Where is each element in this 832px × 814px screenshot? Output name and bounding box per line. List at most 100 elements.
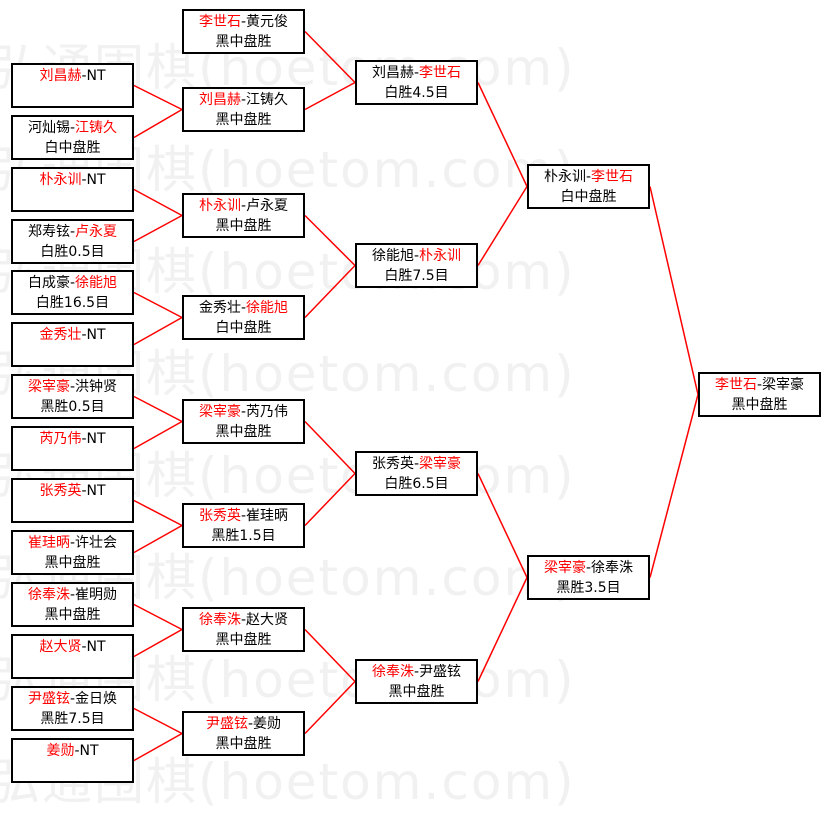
player-2-name: 黄元俊 [246,14,289,30]
match-players: 李世石-梁宰豪 [714,377,805,393]
match-result: 黑中盘胜 [215,424,272,440]
round1-match-box: 崔珪昞-许壮会黑中盘胜 [11,530,134,575]
connector-line [304,420,356,475]
player-2-name: 徐奉洙 [591,560,634,576]
player-2-name: 崔明勋 [75,587,118,603]
connector-line [649,186,699,395]
player-1-name: 刘昌赫 [198,92,241,108]
connector-line [133,395,183,423]
match-result: 白胜6.5目 [384,476,449,492]
match-players: 徐能旭-朴永训 [371,248,462,264]
player-1-name: 梁宰豪 [27,379,70,395]
player-1-name: 尹盛铉 [27,691,70,707]
player-1-name: 徐能旭 [371,248,414,264]
connector-line [304,81,356,111]
connector-line [304,264,356,319]
match-players: 梁宰豪-徐奉洙 [543,560,634,576]
match-players: 徐奉洙-赵大贤 [198,612,289,628]
match-players: 白成豪-徐能旭 [27,275,118,291]
player-1-name: 李世石 [198,14,241,30]
match-players: 金秀壮-徐能旭 [198,300,289,316]
match-result: -NT [81,431,106,447]
match-players: 崔珪昞-许壮会 [27,535,118,551]
connector-line [304,214,356,267]
player-1-name: 河灿锡 [27,120,70,136]
final-match-box: 李世石-梁宰豪黑中盘胜 [698,372,821,417]
connector-line [133,84,183,111]
match-result: -NT [74,743,99,759]
match-result: 黑中盘胜 [44,555,101,571]
player-2-name: 梁宰豪 [762,377,805,393]
player-2-name: 徐能旭 [246,300,289,316]
connector-line [133,628,183,658]
connector-line [133,291,183,319]
player-1-name: 金秀壮 [198,300,241,316]
connector-line [477,82,528,187]
connector-line [133,316,183,346]
player-1-name: 徐奉洙 [371,664,414,680]
player-1-name: 张秀英 [198,508,241,524]
player-2-name: 卢永夏 [75,224,118,240]
round1-match-box: 赵大贤-NT [11,634,134,679]
player-1-name: 梁宰豪 [543,560,586,576]
round1-match-box: 郑寿铉-卢永夏白胜0.5目 [11,219,134,264]
player-2-name: 徐能旭 [75,275,118,291]
match-result: 黑中盘胜 [388,684,445,700]
round3-match-box: 徐奉洙-尹盛铉黑中盘胜 [355,659,478,704]
round4-match-box: 朴永训-李世石白中盘胜 [527,164,650,209]
player-1-name: 朴永训 [543,169,586,185]
round2-match-box: 李世石-黄元俊黑中盘胜 [182,9,305,54]
match-result: 白胜7.5目 [384,268,449,284]
round2-match-box: 朴永训-卢永夏黑中盘胜 [182,193,305,238]
match-players: 朴永训-卢永夏 [198,198,289,214]
connector-line [133,188,183,217]
connector-line [133,707,183,735]
match-result: 黑胜0.5目 [40,399,105,415]
player-1-name: 朴永训 [198,198,241,214]
player-1-name: 崔珪昞 [27,535,70,551]
match-players: 梁宰豪-洪钟贤 [27,379,118,395]
player-1-name: 徐奉洙 [27,587,70,603]
connector-line [133,420,183,450]
match-players: 李世石-黄元俊 [198,14,289,30]
connector-line [133,603,183,631]
match-players: 张秀英-NT [13,481,132,501]
player-1-name: 李世石 [714,377,757,393]
match-players: 金秀壮-NT [13,325,132,345]
player-2-name: 卢永夏 [246,198,289,214]
connector-line [304,472,356,527]
round1-match-box: 张秀英-NT [11,478,134,523]
connector-line [304,628,356,683]
match-result: 黑中盘胜 [731,397,788,413]
player-2-name: 尹盛铉 [419,664,462,680]
round1-match-box: 刘昌赫-NT [11,63,134,108]
match-result: -NT [81,327,106,343]
round1-match-box: 河灿锡-江铸久白中盘胜 [11,115,134,160]
match-result: 黑中盘胜 [215,632,272,648]
match-result: 黑中盘胜 [44,607,101,623]
player-1-name: 张秀英 [39,483,82,499]
player-1-name: 刘昌赫 [39,68,82,84]
match-players: 朴永训-NT [13,170,132,190]
connector-line [133,524,183,554]
connector-line [133,214,183,243]
match-players: 尹盛铉-金日焕 [27,691,118,707]
player-1-name: 张秀英 [371,456,414,472]
match-result: 黑胜3.5目 [556,580,621,596]
player-2-name: 赵大贤 [246,612,289,628]
connector-line [304,680,356,735]
round2-match-box: 刘昌赫-江铸久黑中盘胜 [182,87,305,132]
player-1-name: 徐奉洙 [198,612,241,628]
player-2-name: 江铸久 [246,92,289,108]
player-1-name: 金秀壮 [39,327,82,343]
match-players: 徐奉洙-崔明勋 [27,587,118,603]
player-1-name: 芮乃伟 [39,431,82,447]
match-players: 朴永训-李世石 [543,169,634,185]
player-2-name: 李世石 [419,65,462,81]
match-players: 张秀英-梁宰豪 [371,456,462,472]
bracket-lines [133,30,699,762]
match-players: 刘昌赫-NT [13,66,132,86]
player-2-name: 许壮会 [75,535,118,551]
match-result: 黑中盘胜 [215,736,272,752]
connector-line [649,394,699,578]
